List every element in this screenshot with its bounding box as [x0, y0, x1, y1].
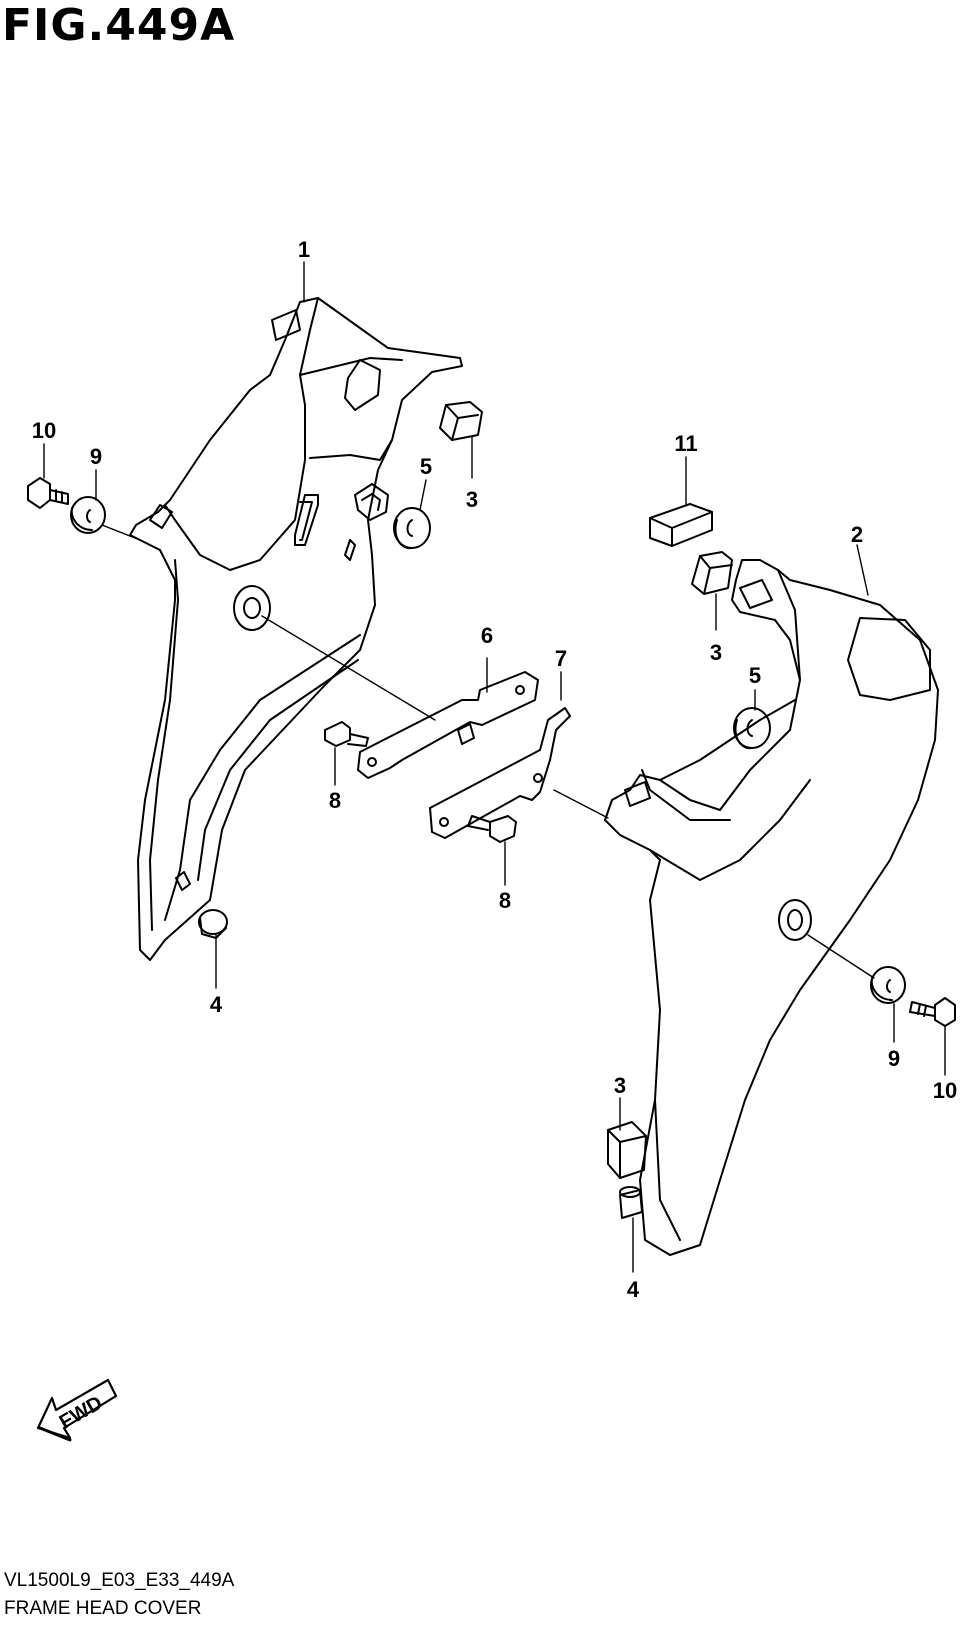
part-2-right-cover: [604, 559, 939, 1256]
callout-4-left: 4: [210, 992, 223, 1017]
part-3-cushion-lower: [607, 1121, 647, 1179]
fwd-arrow-icon: FWD: [36, 1378, 118, 1442]
callout-8-lower: 8: [499, 888, 511, 913]
leader-lines: [43, 261, 946, 1273]
figure-title: FIG.449A: [2, 0, 236, 51]
part-3-cushion-right: [691, 551, 733, 595]
part-8-bolt-lower: [467, 815, 517, 843]
part-9-washer-left: [70, 496, 106, 534]
callout-10-left: 10: [32, 418, 56, 443]
callout-6: 6: [481, 623, 493, 648]
callout-3-lower: 3: [614, 1073, 626, 1098]
part-10-bolt-left: [27, 477, 69, 509]
callout-9-left: 9: [90, 444, 102, 469]
part-4-grommet-right: [619, 1186, 643, 1219]
part-11-pad: [649, 503, 713, 547]
part-3-cushion-upper: [439, 401, 483, 441]
callout-3-upper: 3: [466, 487, 478, 512]
part-9-washer-right: [870, 966, 906, 1004]
callout-8-upper: 8: [329, 788, 341, 813]
callout-5-left: 5: [420, 454, 432, 479]
part-5-grommet-left: [393, 507, 431, 550]
callout-labels: 1 2 3 3 3 4 4 5 5 6 7 8 8 9 9 10 10 11: [32, 237, 957, 1302]
callout-5-right: 5: [749, 663, 761, 688]
callout-10-right: 10: [933, 1078, 957, 1103]
callout-7: 7: [555, 646, 567, 671]
part-4-grommet-left: [198, 909, 228, 939]
part-8-bolt-upper: [324, 721, 369, 747]
callout-11: 11: [674, 431, 697, 456]
callout-9-right: 9: [888, 1046, 900, 1071]
part-1-left-cover: [129, 297, 463, 961]
section-name: FRAME HEAD COVER: [4, 1598, 202, 1619]
model-code: VL1500L9_E03_E33_449A: [4, 1570, 235, 1591]
callout-1: 1: [298, 237, 310, 262]
footer: VL1500L9_E03_E33_449A FRAME HEAD COVER: [4, 1567, 234, 1623]
callout-2: 2: [851, 522, 863, 547]
callout-3-right: 3: [710, 640, 722, 665]
part-7-bracket: [429, 707, 571, 839]
part-10-bolt-right: [909, 997, 956, 1027]
clip-near-part-1: [354, 483, 389, 521]
part-6-bracket: [357, 671, 539, 779]
fwd-label: FWD: [56, 1392, 106, 1434]
part-5-grommet-right: [733, 707, 771, 750]
callout-4-right: 4: [627, 1277, 640, 1302]
